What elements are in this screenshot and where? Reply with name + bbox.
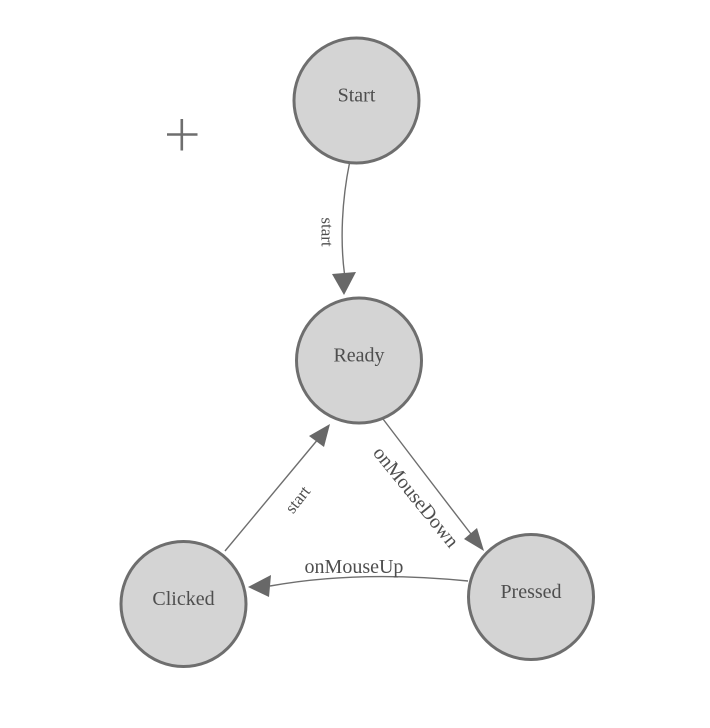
node-label: Start	[338, 85, 376, 107]
transition-ready-to-pressed: onMouseDown	[368, 418, 484, 552]
node-circle	[467, 533, 595, 661]
arrowhead-icon	[464, 528, 484, 551]
transition-label: start	[281, 482, 314, 517]
node-label: Pressed	[500, 581, 561, 603]
transition-start-to-ready: start	[318, 162, 356, 295]
transition-clicked-to-ready: start	[224, 424, 330, 552]
node-circle	[119, 540, 248, 668]
node-circle	[295, 296, 423, 425]
state-node-ready[interactable]: Ready	[295, 296, 423, 425]
transition-label: onMouseUp	[305, 556, 404, 578]
plus-icon[interactable]	[167, 119, 198, 151]
transition-path	[224, 440, 318, 552]
state-node-pressed[interactable]: Pressed	[467, 533, 595, 661]
node-circle	[292, 36, 421, 165]
transition-label: onMouseDown	[368, 442, 463, 552]
transition-pressed-to-clicked: onMouseUp	[248, 556, 469, 597]
arrowhead-icon	[332, 272, 356, 295]
arrowhead-icon	[248, 575, 271, 597]
arrowhead-icon	[309, 424, 330, 447]
state-node-start[interactable]: Start	[292, 36, 421, 165]
transition-label: start	[318, 217, 337, 247]
state-node-clicked[interactable]: Clicked	[119, 540, 248, 668]
transition-path	[382, 418, 472, 535]
transition-path	[341, 162, 351, 275]
transition-path	[269, 575, 469, 587]
node-label: Ready	[333, 345, 384, 367]
node-label: Clicked	[152, 588, 214, 610]
